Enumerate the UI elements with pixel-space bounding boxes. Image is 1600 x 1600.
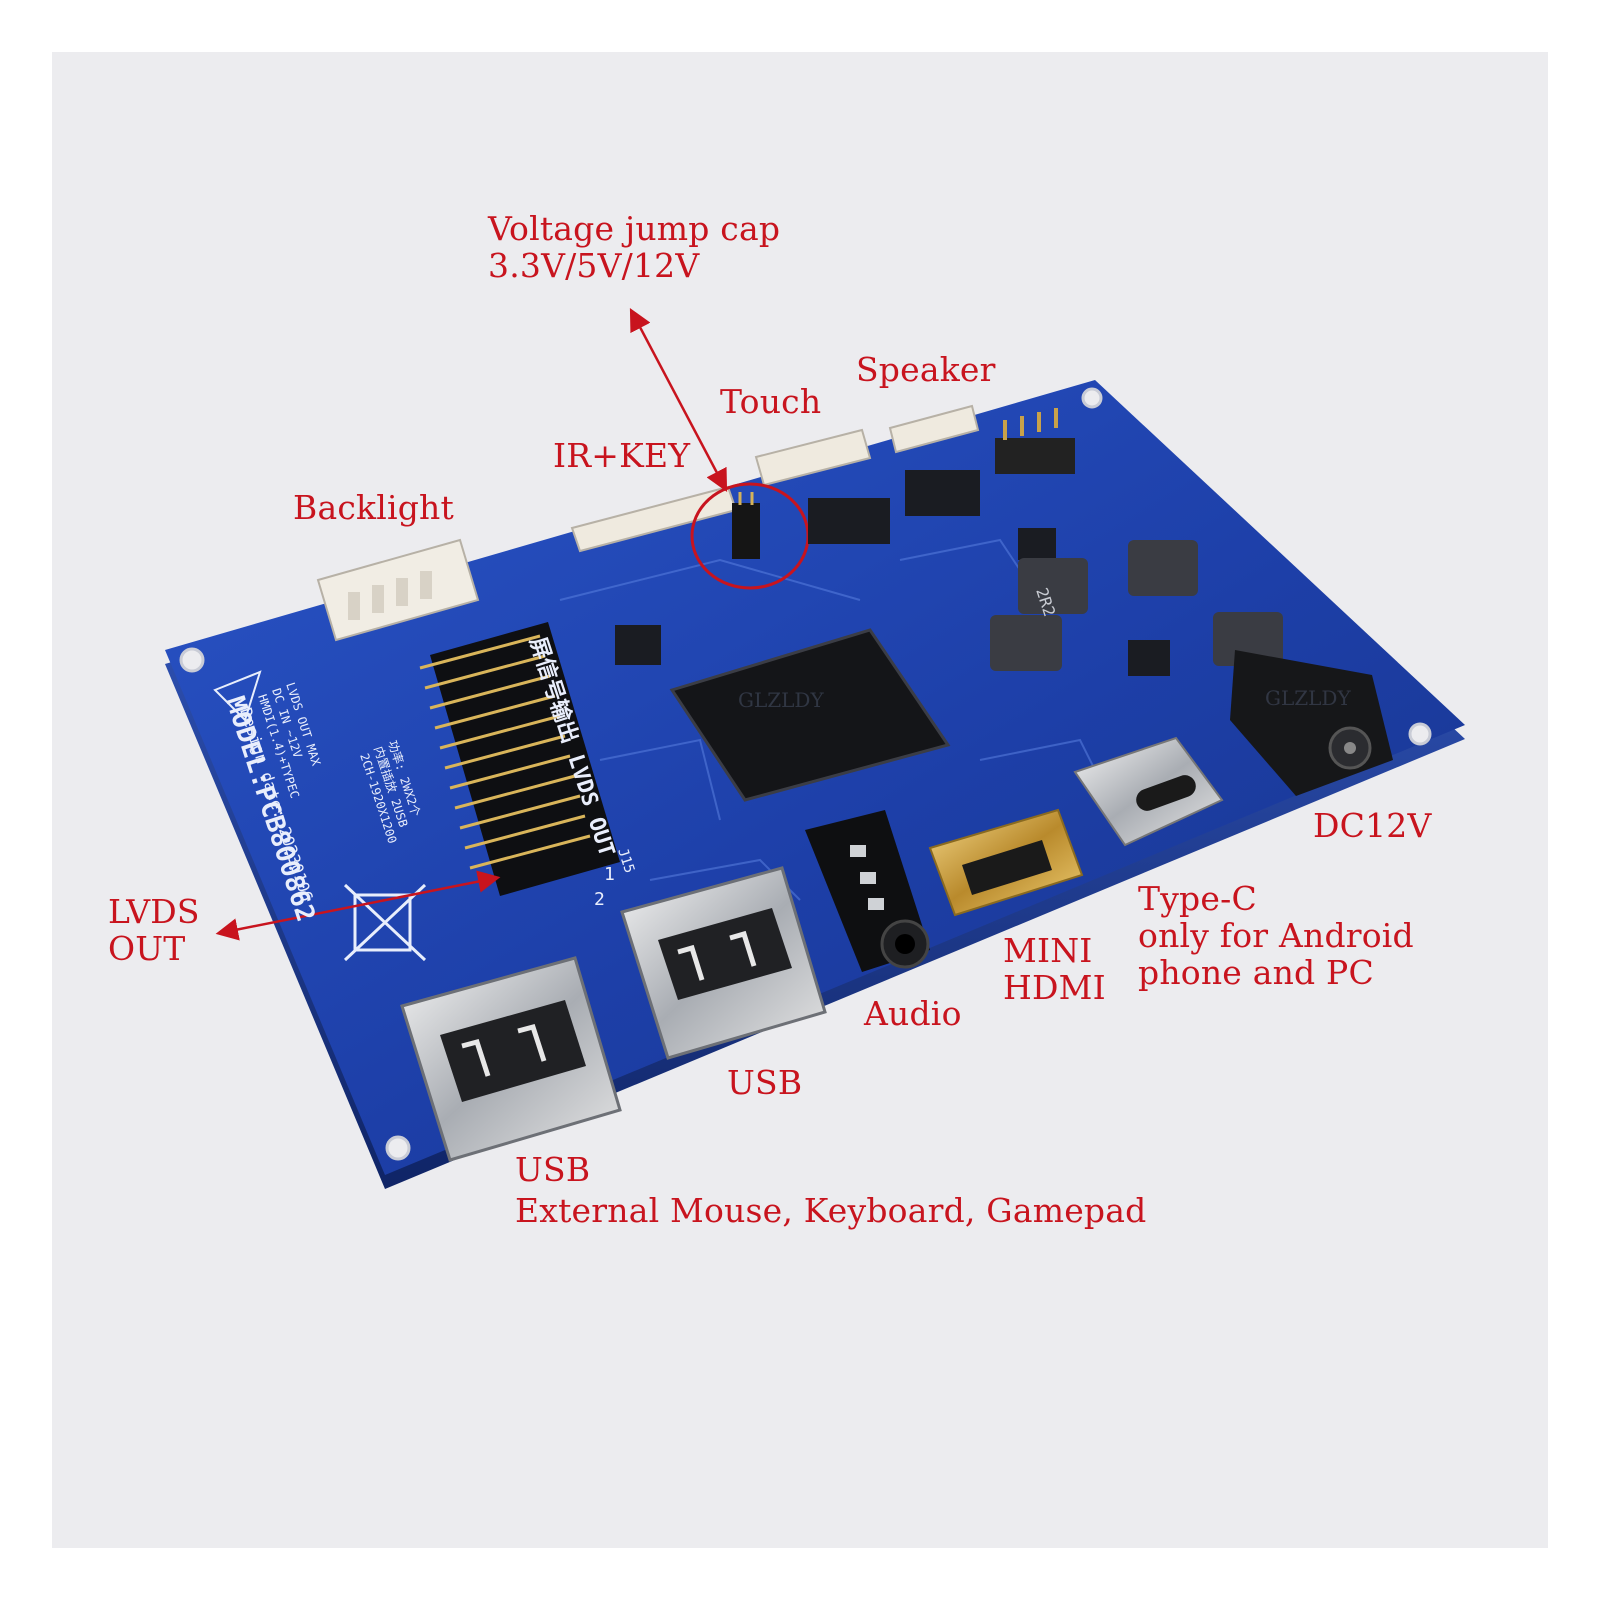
usb-port-right xyxy=(620,866,827,1060)
board-pin2-text: 2 xyxy=(594,889,605,910)
main-processor xyxy=(669,628,951,802)
watermark-center: GLZLDY xyxy=(738,688,824,712)
board-pin1-text: 1 xyxy=(604,864,615,885)
label-usb-right: USB xyxy=(727,1063,803,1102)
audio-jack xyxy=(805,810,930,972)
label-voltage-jump-cap-title: Voltage jump cap xyxy=(488,209,781,248)
label-usb-left: USB External Mouse, Keyboard, Gamepad xyxy=(515,1151,1146,1229)
dc-jack xyxy=(1230,650,1393,796)
label-usb-left-title: USB xyxy=(515,1150,591,1189)
label-type-c-note-line1: only for Android xyxy=(1138,916,1414,955)
lvds-pin-header xyxy=(419,622,620,896)
label-lvds-out-line1: LVDS xyxy=(108,892,200,931)
label-type-c-title: Type-C xyxy=(1138,879,1257,918)
watermark-right: GLZLDY xyxy=(1265,686,1351,710)
pin-header-top-right xyxy=(995,408,1075,474)
label-touch: Touch xyxy=(720,382,822,421)
label-mini-hdmi-line1: MINI xyxy=(1003,931,1093,970)
label-lvds-out: LVDS OUT xyxy=(108,893,200,967)
label-backlight: Backlight xyxy=(293,488,454,527)
label-dc12v: DC12V xyxy=(1313,806,1432,845)
label-voltage-values: 3.3V/5V/12V xyxy=(488,246,700,285)
chips xyxy=(615,470,1170,676)
mini-hdmi-port xyxy=(928,808,1084,917)
inductors xyxy=(990,540,1283,671)
board-connector-ref-text: J15 xyxy=(614,846,637,875)
type-c-port xyxy=(1073,736,1224,847)
label-mini-hdmi: MINI HDMI xyxy=(1003,932,1106,1006)
label-type-c-note-line2: phone and PC xyxy=(1138,953,1374,992)
voltage-jump-cap-arrow xyxy=(629,308,728,492)
label-mini-hdmi-line2: HDMI xyxy=(1003,968,1106,1007)
touch-connector xyxy=(754,428,872,487)
label-type-c: Type-C only for Android phone and PC xyxy=(1138,880,1414,991)
label-usb-left-note: External Mouse, Keyboard, Gamepad xyxy=(515,1191,1147,1230)
usb-port-left xyxy=(400,956,622,1162)
label-voltage-jump-cap: Voltage jump cap 3.3V/5V/12V xyxy=(488,210,780,284)
speaker-connector xyxy=(888,404,980,454)
backlight-connector xyxy=(316,538,480,642)
label-lvds-out-line2: OUT xyxy=(108,929,186,968)
label-audio: Audio xyxy=(864,994,962,1033)
label-ir-key: IR+KEY xyxy=(553,436,691,475)
lvds-out-arrow xyxy=(215,870,501,941)
label-speaker: Speaker xyxy=(856,350,996,389)
